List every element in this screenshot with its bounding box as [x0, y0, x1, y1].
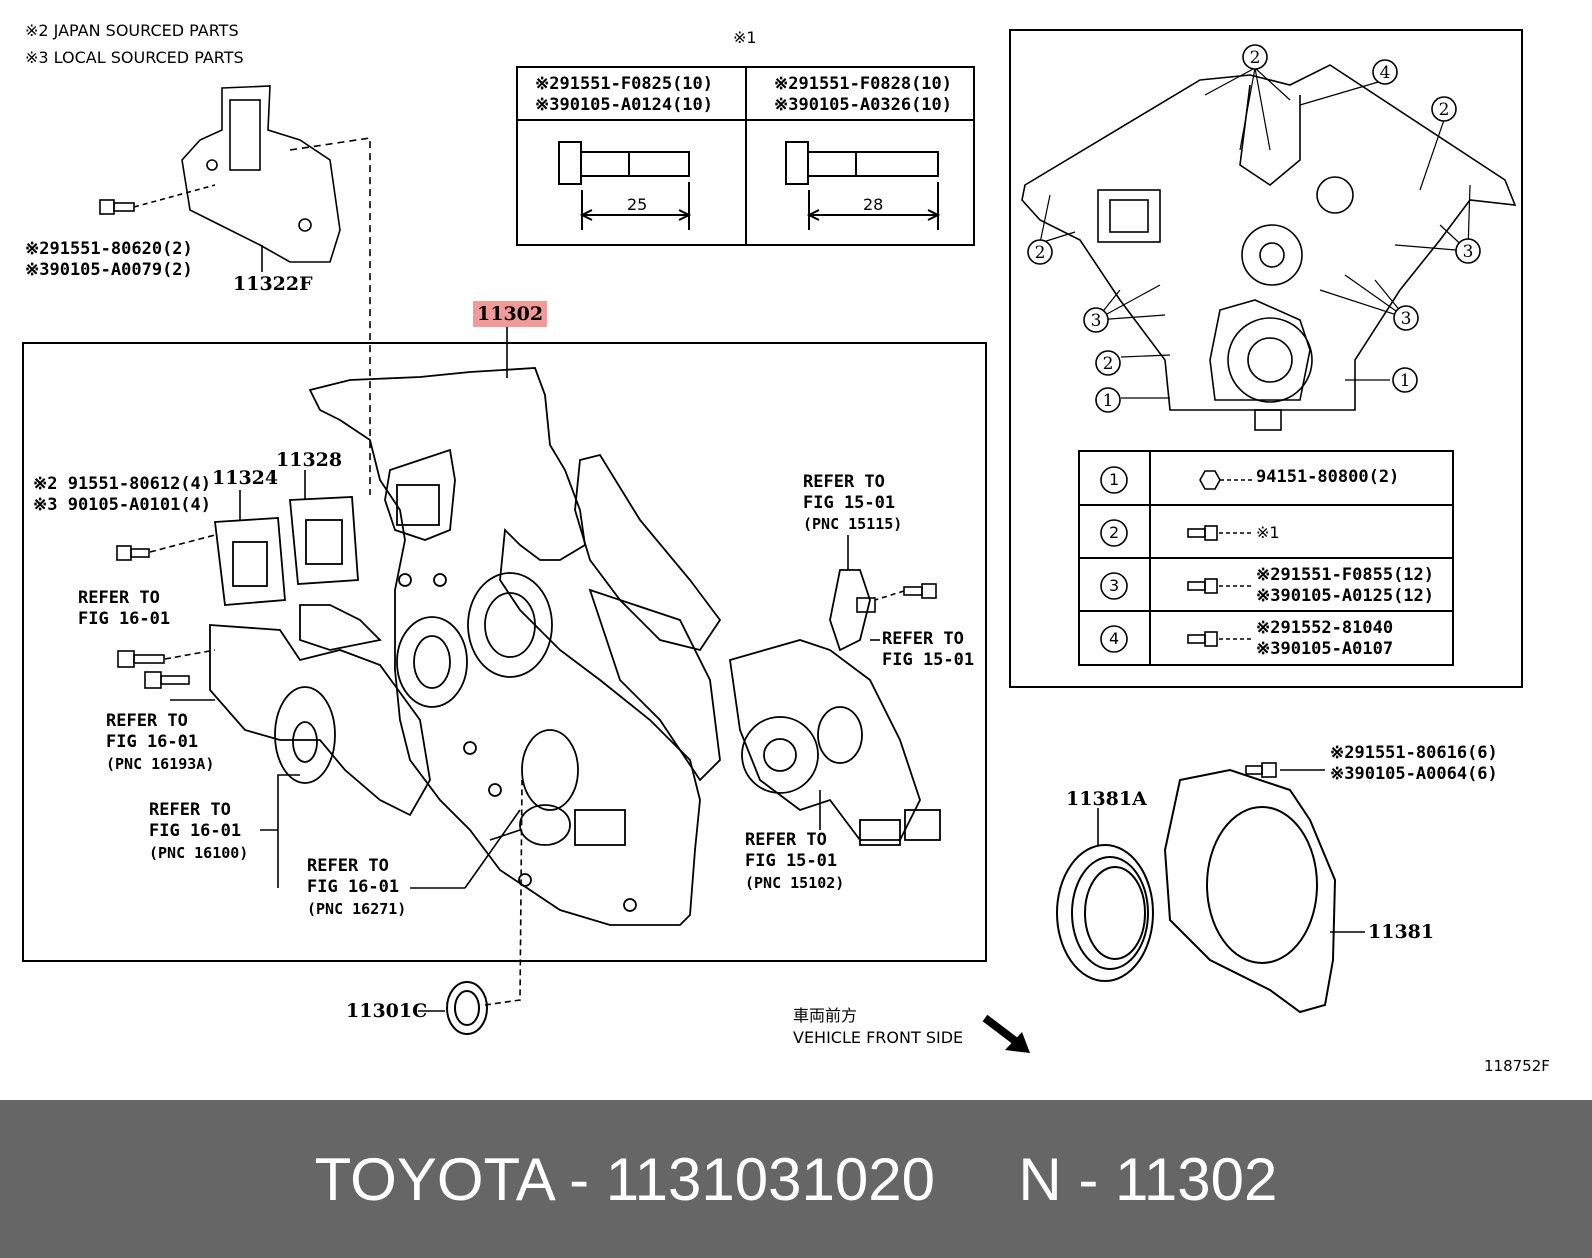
diagram-linework: 2 4 2 2 3 3 3 2 1 1	[22, 29, 1523, 1053]
refer-16271-l1: REFER TO	[307, 856, 389, 876]
part-11322F[interactable]: 11322F	[233, 273, 313, 295]
figure-id: 118752F	[1484, 1057, 1550, 1075]
fastener-3-num: 3	[1109, 576, 1120, 595]
part-11324[interactable]: 11324	[212, 467, 279, 489]
bolt-spec-a2: ※390105-A0124(10)	[535, 95, 714, 115]
refer-16193A-l3: (PNC 16193A)	[106, 755, 215, 773]
callout-11324-bolt1: ※2 91551-80612(4)	[33, 474, 212, 494]
refer-16100-l1: REFER TO	[149, 800, 231, 820]
fastener-4-circle	[1100, 625, 1128, 653]
fastener-2-num: 2	[1109, 523, 1120, 542]
refer-15115-l1: REFER TO	[803, 472, 885, 492]
gasket-11328-icon	[289, 496, 359, 585]
fastener-2-circle	[1100, 519, 1128, 547]
svg-text:2: 2	[1439, 100, 1450, 120]
bolt-11381-icon	[1245, 762, 1325, 778]
bolt-11322F-icon	[99, 184, 216, 215]
bolt-length-b: 28	[863, 195, 884, 214]
oil-seal-11301C-icon	[446, 981, 488, 1035]
front-direction-en: VEHICLE FRONT SIDE	[793, 1028, 964, 1047]
front-arrow-icon	[982, 1014, 1030, 1053]
part-11302-highlight[interactable]: 11302	[473, 301, 548, 327]
footer-bar: TOYOTA - 1131031020 N - 11302	[0, 1100, 1592, 1258]
svg-text:2: 2	[1103, 354, 1114, 374]
reference-engine-icon	[1021, 64, 1517, 431]
main-group-frame	[22, 342, 987, 962]
oil-seal-11381A-icon	[1056, 844, 1154, 982]
fastener-1-circle	[1100, 466, 1128, 494]
parts-diagram: 2 4 2 2 3 3 3 2 1 1	[22, 21, 1550, 1075]
legend-japan: ※2 JAPAN SOURCED PARTS	[25, 21, 239, 40]
refer-15115-l2: FIG 15-01	[803, 493, 896, 513]
svg-text:3: 3	[1091, 311, 1102, 331]
bolt-28-icon	[785, 141, 941, 230]
oil-pump-icon	[728, 569, 941, 846]
bolt-table-title: ※1	[733, 28, 757, 47]
svg-text:2: 2	[1035, 243, 1046, 263]
seal-retainer-11381-icon	[1163, 768, 1337, 1014]
fastener-2-spec: ※1	[1256, 523, 1280, 542]
refer-15102-l1: REFER TO	[745, 830, 827, 850]
nut-icon	[1199, 470, 1252, 490]
refer-16-01-l2: FIG 16-01	[78, 609, 171, 629]
fastener-3-spec2: ※390105-A0125(12)	[1256, 586, 1435, 606]
refer-15115-l3: (PNC 15115)	[803, 515, 903, 533]
part-11328[interactable]: 11328	[276, 449, 343, 471]
fastener-4-spec2: ※390105-A0107	[1256, 639, 1394, 659]
refer-16-01-l1: REFER TO	[78, 588, 160, 608]
part-11381A[interactable]: 11381A	[1066, 788, 1147, 810]
refer-15-01-l2: FIG 15-01	[882, 650, 975, 670]
bolt-fig15-icon	[856, 583, 937, 613]
legend-local: ※3 LOCAL SOURCED PARTS	[25, 48, 244, 67]
svg-text:1: 1	[1103, 391, 1114, 411]
callout-11381-bolt1: ※291551-80616(6)	[1330, 743, 1498, 763]
refer-16271-l2: FIG 16-01	[307, 877, 400, 897]
bolt-11324-icon	[116, 534, 216, 561]
svg-text:1: 1	[1400, 371, 1411, 391]
svg-text:4: 4	[1380, 63, 1391, 83]
bolt-spec-b2: ※390105-A0326(10)	[774, 95, 953, 115]
fastener-1-spec: 94151-80800(2)	[1256, 467, 1400, 487]
bolt-fig16-b-icon	[144, 671, 190, 689]
fastener-4-spec1: ※291552-81040	[1256, 618, 1394, 638]
bolt-3-icon	[1187, 578, 1252, 594]
refer-15102-l3: (PNC 15102)	[745, 874, 845, 892]
refer-15-01-l1: REFER TO	[882, 629, 964, 649]
refer-16100-l3: (PNC 16100)	[149, 844, 249, 862]
bolt-4-icon	[1187, 631, 1252, 647]
refer-15102-l2: FIG 15-01	[745, 851, 838, 871]
svg-text:2: 2	[1250, 48, 1261, 68]
part-11381[interactable]: 11381	[1368, 921, 1435, 943]
timing-cover-11302-icon	[308, 367, 722, 926]
bracket-11322F-icon	[181, 85, 341, 272]
bolt-fig16-a-icon	[117, 649, 216, 668]
bolt-25-icon	[558, 141, 692, 230]
bolt-spec-a1: ※291551-F0825(10)	[535, 74, 714, 94]
callout-11324-bolt2: ※3 90105-A0101(4)	[33, 495, 212, 515]
fastener-4-num: 4	[1109, 629, 1120, 648]
part-11301C[interactable]: 11301C	[346, 1000, 428, 1022]
footer-part-label: TOYOTA - 1131031020 N - 11302	[314, 1145, 1278, 1213]
gasket-11324-icon	[213, 517, 286, 606]
refer-16100-l2: FIG 16-01	[149, 821, 242, 841]
front-direction-jp: 車両前方	[793, 1006, 858, 1025]
water-pump-icon	[209, 604, 431, 817]
svg-text:3: 3	[1463, 242, 1474, 262]
bolt-spec-b1: ※291551-F0828(10)	[774, 74, 953, 94]
refer-16193A-l2: FIG 16-01	[106, 732, 199, 752]
fastener-3-circle	[1100, 572, 1128, 600]
fastener-1-num: 1	[1109, 470, 1120, 489]
bolt-length-a: 25	[627, 195, 648, 214]
fastener-3-spec1: ※291551-F0855(12)	[1256, 565, 1435, 585]
callout-11322F-bolt2: ※390105-A0079(2)	[25, 260, 193, 280]
reference-view-frame	[1009, 29, 1523, 688]
refer-16193A-l1: REFER TO	[106, 711, 188, 731]
callout-11381-bolt2: ※390105-A0064(6)	[1330, 764, 1498, 784]
svg-text:3: 3	[1401, 309, 1412, 329]
bolt-2-icon	[1187, 525, 1252, 541]
callout-11322F-bolt1: ※291551-80620(2)	[25, 239, 193, 259]
refer-16271-l3: (PNC 16271)	[307, 900, 407, 918]
